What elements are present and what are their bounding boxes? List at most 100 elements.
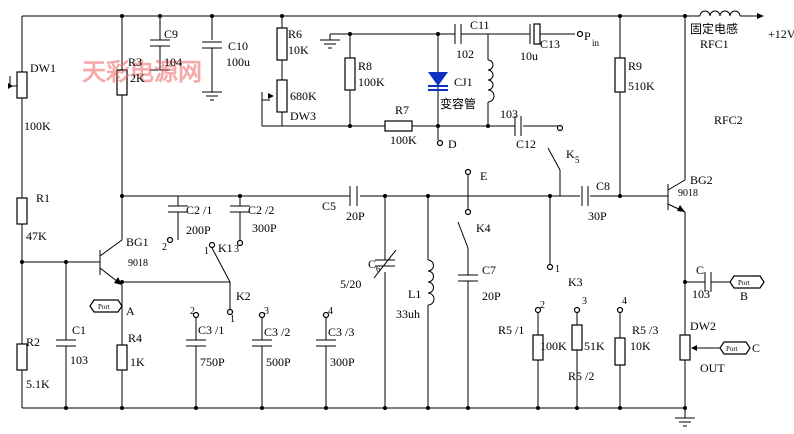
- r9-value: 510K: [628, 79, 655, 93]
- c9-label: C9: [164, 27, 178, 41]
- out-label: OUT: [700, 361, 725, 375]
- c2-1-value: 200P: [186, 223, 211, 237]
- r5-3-label: R5 /3: [632, 323, 658, 337]
- c2-1-capacitor: [168, 205, 188, 216]
- r3-value: 2K: [130, 71, 145, 85]
- dw1-label: DW1: [30, 61, 56, 75]
- port-c-label: C: [752, 341, 760, 355]
- r5-2-value: 51K: [584, 339, 605, 353]
- k2-contact-2: 2: [190, 306, 195, 317]
- c5-capacitor: [349, 186, 358, 206]
- fixed-inductor-note: 固定电感: [690, 21, 738, 36]
- dw3-value: 680K: [290, 89, 317, 103]
- c10-label: C10: [228, 39, 248, 53]
- svg-text:Port: Port: [726, 345, 738, 353]
- r5-2-resistor: [571, 324, 583, 351]
- svg-text:Port: Port: [98, 303, 110, 311]
- c1-label: C1: [72, 323, 86, 337]
- c7-capacitor: [458, 274, 478, 287]
- port-b-label: B: [740, 289, 748, 303]
- c10-value: 100u: [226, 55, 250, 69]
- c3-1-value: 750P: [200, 355, 225, 369]
- r5-1-value: 100K: [540, 339, 567, 353]
- c6-variable-capacitor: [373, 249, 397, 279]
- c13-value: 10u: [520, 49, 538, 63]
- r1-label: R1: [36, 191, 50, 205]
- r9-resistor: [614, 57, 626, 93]
- r5-3-value: 10K: [630, 339, 651, 353]
- dw2-label: DW2: [690, 319, 716, 333]
- bg2-label: BG2: [690, 173, 713, 187]
- r6-resistor: [276, 27, 288, 61]
- pin-sub: in: [592, 38, 600, 48]
- cj1-label: CJ1: [454, 75, 473, 89]
- bg2-transistor: [667, 179, 686, 213]
- l1-inductor: [427, 259, 435, 306]
- c2-2-value: 300P: [252, 221, 277, 235]
- port-a[interactable]: Port: [89, 299, 123, 313]
- dw3-potentiometer: [276, 79, 288, 113]
- c9-capacitor: [150, 39, 170, 54]
- c2-2-label: C2 /2: [248, 203, 274, 217]
- c8-value: 30P: [588, 209, 607, 223]
- c-out-value: 103: [692, 287, 710, 301]
- cj1-inductor: [487, 59, 495, 103]
- r8-value: 100K: [358, 75, 385, 89]
- c3-1-capacitor: [186, 339, 206, 350]
- bg1-transistor: [99, 239, 123, 286]
- rfc1-inductor: [699, 10, 741, 17]
- c9-value: 104: [164, 55, 182, 69]
- k3-contact-2: 2: [540, 300, 545, 311]
- dw3-label: DW3: [290, 109, 316, 123]
- k4-label: K4: [476, 221, 491, 235]
- rfc2-label: RFC2: [714, 113, 743, 127]
- capacitors: [56, 23, 730, 356]
- port-a-label: A: [126, 304, 135, 318]
- c12-label: C12: [516, 137, 536, 151]
- k2-label: K2: [236, 289, 251, 303]
- switches: [166, 30, 624, 319]
- c11-label: C11: [470, 18, 490, 32]
- r3-resistor: [116, 69, 128, 96]
- node-d-label: D: [448, 137, 457, 151]
- bg2-type: 9018: [678, 188, 698, 199]
- r4-resistor: [116, 344, 128, 371]
- c5-value: 20P: [346, 209, 365, 223]
- ground-symbols: [150, 34, 695, 427]
- c2-1-label: C2 /1: [186, 203, 212, 217]
- r8-resistor: [344, 57, 356, 91]
- junctions: [20, 14, 687, 410]
- k3-label: K3: [568, 275, 583, 289]
- k3-contact-3: 3: [582, 296, 587, 307]
- k1-contact-2: 2: [162, 242, 167, 253]
- dw2-potentiometer: [679, 334, 691, 361]
- k3-contact-4: 4: [622, 296, 627, 307]
- port-c[interactable]: Port: [719, 341, 751, 355]
- l1-label: L1: [408, 287, 421, 301]
- k1-contact-1: 1: [204, 246, 209, 257]
- resistors: [8, 27, 720, 371]
- cj1-varactor-diode: [428, 72, 448, 91]
- c1-value: 103: [70, 353, 88, 367]
- r5-1-resistor: [532, 334, 544, 361]
- labels: +12V 固定电感 RFC1 RFC2 DW1 100K R1 47K R2 5…: [24, 18, 794, 391]
- c-out-label: C: [696, 263, 704, 277]
- c3-2-capacitor: [252, 339, 272, 350]
- c3-3-capacitor: [316, 339, 336, 350]
- r6-value: 10K: [288, 43, 309, 57]
- c7-label: C7: [482, 263, 496, 277]
- c3-2-value: 500P: [266, 355, 291, 369]
- r1-value: 47K: [26, 229, 47, 243]
- r1-resistor: [16, 197, 28, 225]
- r4-label: R4: [128, 331, 142, 345]
- port-b[interactable]: Port: [729, 275, 765, 289]
- c-out-capacitor: [704, 272, 730, 292]
- pin-label: P: [584, 29, 591, 43]
- c12-value: 103: [500, 107, 518, 121]
- c3-1-label: C3 /1: [198, 323, 224, 337]
- r9-label: R9: [628, 59, 642, 73]
- c10-capacitor: [202, 41, 222, 54]
- k1-label: K1: [218, 241, 233, 255]
- r2-value: 5.1K: [26, 377, 50, 391]
